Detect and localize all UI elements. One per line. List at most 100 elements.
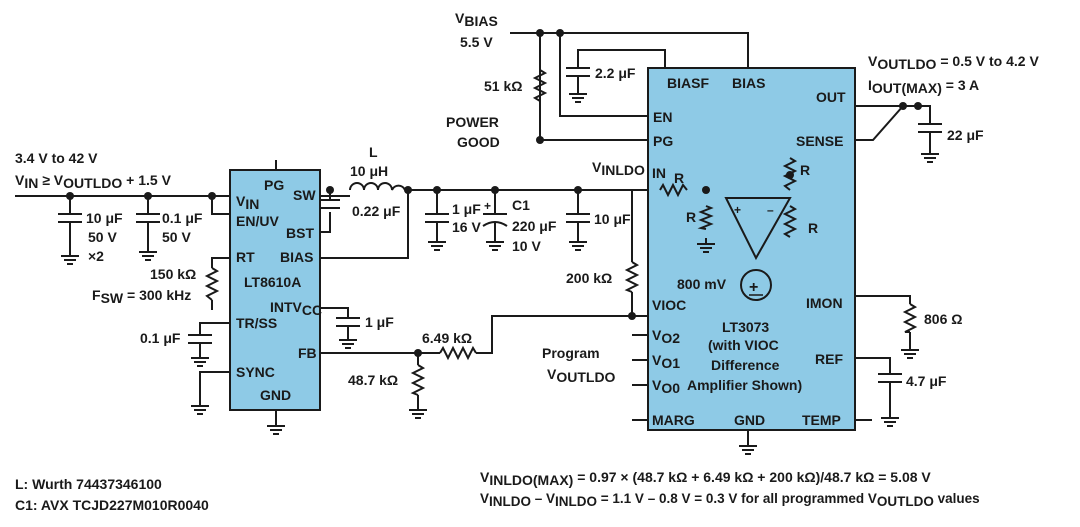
lt8610a-name: LT8610A <box>244 274 301 290</box>
vin-condition: VIN ≥ VOUTLDO + 1.5 V <box>15 172 172 191</box>
c-1u-16v-label-1: 1 μF <box>452 201 481 217</box>
lt3073-desc-1: (with VIOC <box>708 337 779 353</box>
resistor-487k <box>410 364 426 396</box>
lt3073-pin-imon: IMON <box>806 295 843 311</box>
lt3073-pin-out: OUT <box>816 89 846 105</box>
r-label-in: R <box>674 170 684 186</box>
c-2-2u-label: 2.2 μF <box>595 65 636 81</box>
c-4-7u-label: 4.7 μF <box>906 373 947 389</box>
r-487k-label: 48.7 kΩ <box>348 372 398 388</box>
lt3073-pin-pg: PG <box>653 133 673 149</box>
lt3073-desc-3: Amplifier Shown) <box>687 377 802 393</box>
lt3073-pin-vinldo: VINLDO <box>592 159 645 178</box>
c-022u-label: 0.22 μF <box>352 203 401 219</box>
r-label-right: R <box>808 220 818 236</box>
capacitor-c1: + <box>482 199 508 251</box>
lt8610a-pin-rt: RT <box>236 249 255 265</box>
program-label: Program <box>542 345 600 361</box>
lt3073-desc-2: Difference <box>711 357 780 373</box>
capacitor-1u-16v <box>425 213 449 251</box>
lt3073-pin-v02: VO2 <box>652 327 680 346</box>
program-vout: VOUTLDO <box>547 366 616 385</box>
lt8610a-pin-bias: BIAS <box>280 249 313 265</box>
r-649k-label: 6.49 kΩ <box>422 330 472 346</box>
svg-text:+: + <box>734 203 741 217</box>
r-150k-label: 150 kΩ <box>150 266 196 282</box>
vout-spec: VOUTLDO = 0.5 V to 4.2 V <box>868 53 1039 72</box>
capacitor-4-7u <box>878 373 902 412</box>
c-1u-intvcc-label: 1 μF <box>365 314 394 330</box>
lt8610a-pin-bst: BST <box>286 225 314 241</box>
lt3073-pin-bias: BIAS <box>732 75 765 91</box>
lt8610a-pin-sw: SW <box>293 187 316 203</box>
iout-spec: IOUT(MAX) = 3 A <box>868 77 979 96</box>
c-10u-in-label-2: 50 V <box>88 229 117 245</box>
capacitor-01u-ss <box>188 334 212 367</box>
capacitor-01u-in <box>136 213 160 261</box>
resistor-200k <box>624 261 640 293</box>
capacitor-22u <box>918 123 942 163</box>
lt3073-pin-sense: SENSE <box>796 133 843 149</box>
voltage-source-800mv: + <box>740 269 772 301</box>
power-good-line2: GOOD <box>457 134 500 150</box>
svg-text:+: + <box>749 279 758 296</box>
capacitor-022u <box>320 199 340 209</box>
note-c1: C1: AVX TCJD227M010R0040 <box>15 497 209 513</box>
lt3073-pin-v01: VO1 <box>652 352 680 371</box>
lt3073-pin-marg: MARG <box>652 412 695 428</box>
c-10u-in-label-1: 10 μF <box>86 210 123 226</box>
lt3073-pin-en: EN <box>653 109 672 125</box>
svg-text:+: + <box>484 199 491 213</box>
r-51k-label: 51 kΩ <box>484 78 522 94</box>
resistor-806 <box>902 303 918 333</box>
equation-2: VINLDO – VINLDO = 1.1 V – 0.8 V = 0.3 V … <box>480 491 980 509</box>
resistor-right <box>782 205 798 238</box>
junctions <box>66 29 922 357</box>
lt8610a-pin-intvcc: INTVCC <box>270 299 322 318</box>
note-inductor: L: Wurth 74437346100 <box>15 476 162 492</box>
lt8610a-pin-fb: FB <box>298 345 317 361</box>
c-1u-16v-label-2: 16 V <box>452 219 481 235</box>
c1-label-2: 220 μF <box>512 218 557 234</box>
capacitor-2-2u <box>566 67 590 103</box>
lt3073-pin-ref: REF <box>815 351 843 367</box>
vbias-value: 5.5 V <box>460 34 493 50</box>
lt3073-name: LT3073 <box>722 319 769 335</box>
lt8610a-pin-gnd: GND <box>260 387 291 403</box>
c1-label-1: C1 <box>512 197 530 213</box>
ref-800mv-label: 800 mV <box>677 276 727 292</box>
diff-amp <box>724 197 792 261</box>
resistor-in <box>659 182 688 198</box>
lt3073-pin-biasf: BIASF <box>667 75 709 91</box>
r-200k-label: 200 kΩ <box>566 270 612 286</box>
lt8610a-pin-vin: VIN <box>236 193 259 212</box>
c-01u-in-label-1: 0.1 μF <box>162 210 203 226</box>
power-good-line1: POWER <box>446 114 499 130</box>
components: + <box>58 67 942 455</box>
lt8610a-pin-pg: PG <box>264 177 284 193</box>
c-22u-label: 22 μF <box>947 127 984 143</box>
vin-range: 3.4 V to 42 V <box>15 150 98 166</box>
svg-text:–: – <box>767 203 774 217</box>
vbias-label: VBIAS <box>455 10 498 29</box>
lt3073-pin-gnd: GND <box>734 412 765 428</box>
l-name: L <box>369 144 378 160</box>
lt3073-pin-v00: VO0 <box>652 377 680 396</box>
c-01u-ss-label: 0.1 μF <box>140 330 181 346</box>
r-806-label: 806 Ω <box>924 311 962 327</box>
r-label-sense: R <box>800 162 810 178</box>
lt8610a-pin-sync: SYNC <box>236 364 275 380</box>
lt8610a-chip <box>229 169 321 411</box>
resistor-51k <box>532 69 548 102</box>
inductor-l <box>349 182 406 191</box>
capacitor-10u-in <box>58 213 82 265</box>
c-01u-in-label-2: 50 V <box>162 229 191 245</box>
resistor-150k <box>204 267 220 301</box>
lt3073-pin-vioc: VIOC <box>652 297 686 313</box>
capacitor-10u-ldo <box>566 213 590 251</box>
l-value: 10 μH <box>350 163 388 179</box>
resistor-649k <box>439 345 477 361</box>
r-label-gnd: R <box>686 209 696 225</box>
c1-label-3: 10 V <box>512 238 541 254</box>
